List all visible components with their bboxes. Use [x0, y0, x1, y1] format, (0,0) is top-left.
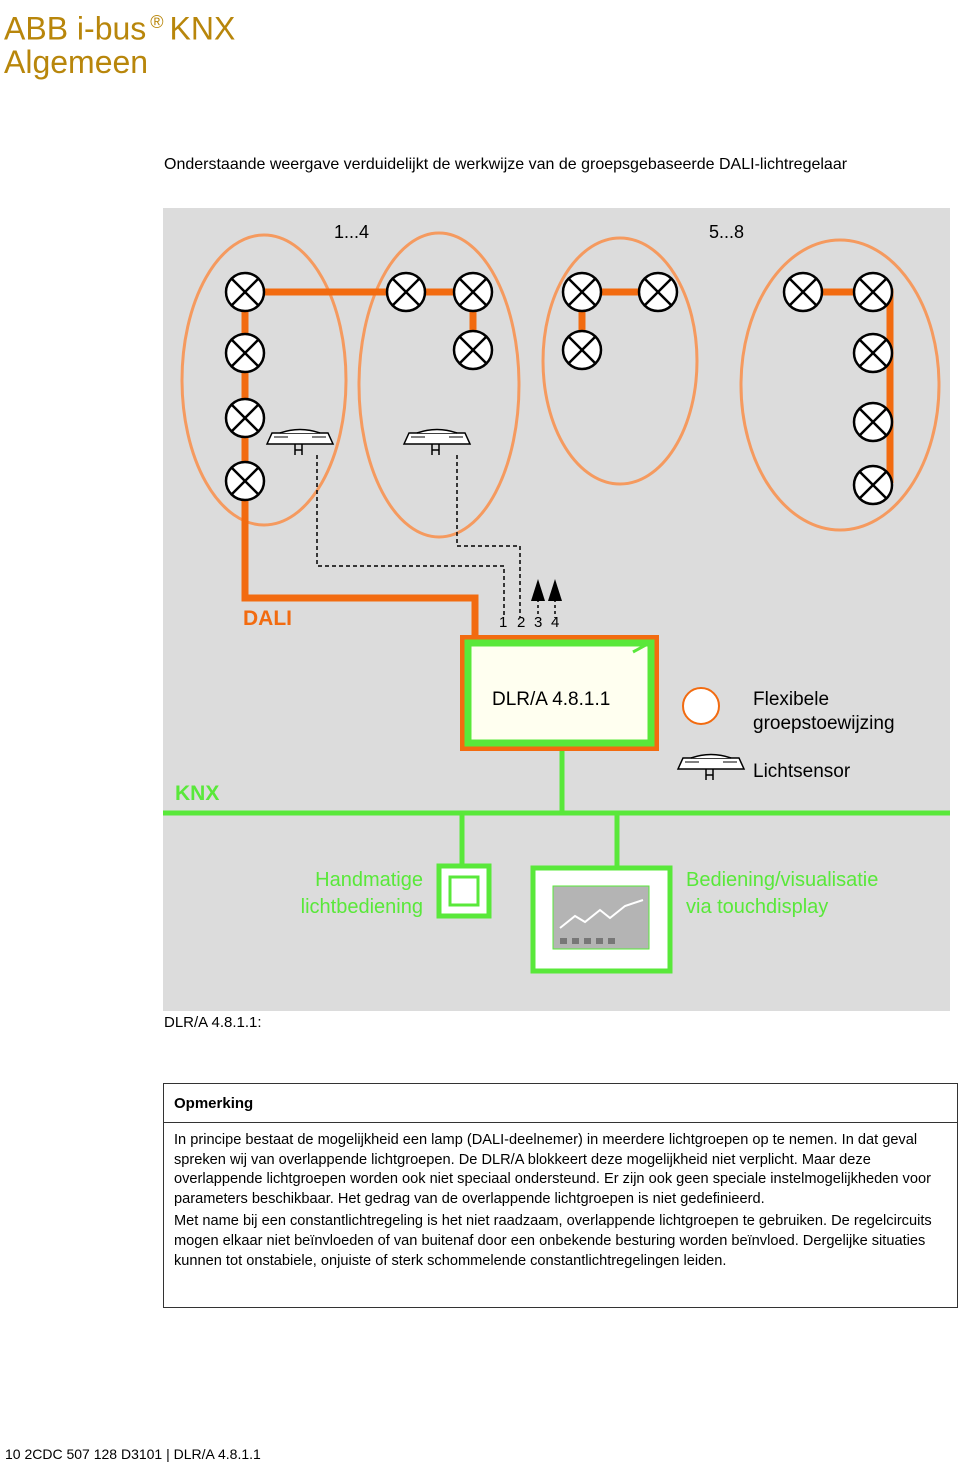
device-label: DLR/A 4.8.1.1	[492, 689, 610, 710]
note-paragraph-2: Met name bij een constantlichtregeling i…	[174, 1213, 932, 1269]
group-ellipse-4	[739, 238, 941, 532]
lamp-icon	[852, 271, 894, 313]
lamp-icon	[224, 271, 266, 313]
lamp-icon	[224, 460, 266, 502]
input-arrows	[531, 579, 562, 618]
lamp-icon	[452, 271, 494, 313]
dali-label: DALI	[243, 607, 292, 630]
legend-sensor: Lichtsensor	[753, 761, 851, 782]
product-name: KNX	[169, 10, 236, 47]
input-number-1: 1	[499, 614, 507, 631]
page-footer: 10 2CDC 507 128 D3101 | DLR/A 4.8.1.1	[5, 1446, 261, 1462]
lamp-icon	[852, 332, 894, 374]
registered-mark: ®	[150, 12, 164, 32]
arrow-icon	[548, 579, 562, 601]
touch-display	[530, 865, 673, 974]
note-body: In principe bestaat de mogelijkheid een …	[164, 1123, 957, 1271]
display-buttons	[560, 938, 615, 944]
lamp-icon	[385, 271, 427, 313]
legend-flexible-line1: Flexibele	[753, 689, 829, 710]
lamp-icon	[782, 271, 824, 313]
touch-label-line1: Bediening/visualisatie	[686, 869, 878, 891]
group-ellipse-2	[357, 231, 521, 539]
dlr-device	[460, 635, 659, 751]
lamp-icon	[224, 397, 266, 439]
group-label-right: 5...8	[709, 222, 744, 242]
manual-switch	[436, 863, 492, 919]
dali-group-diagram: 1...4 5...8 DALI KNX 1 2 3 4 DLR/A 4.8.1…	[163, 208, 950, 1011]
intro-text: Onderstaande weergave verduidelijkt de w…	[164, 156, 848, 173]
section-title: Algemeen	[4, 44, 149, 80]
lamp-icon	[561, 271, 603, 313]
note-divider	[164, 1122, 957, 1123]
group-label-left: 1...4	[334, 222, 369, 242]
group-ellipse-3	[541, 236, 699, 486]
manual-label-line2: lichtbediening	[301, 896, 423, 918]
lamp-icon	[852, 401, 894, 443]
arrow-icon	[531, 579, 545, 601]
input-number-2: 2	[517, 614, 525, 631]
knx-lines	[163, 748, 950, 868]
group-ellipse-1	[180, 233, 348, 527]
note-paragraph-1: In principe bestaat de mogelijkheid een …	[174, 1132, 931, 1207]
knx-label: KNX	[175, 782, 219, 805]
note-box: Opmerking In principe bestaat de mogelij…	[163, 1083, 958, 1308]
touch-label-line2: via touchdisplay	[686, 896, 828, 918]
figure-caption: DLR/A 4.8.1.1:	[164, 1014, 262, 1031]
lamp-icon	[852, 464, 894, 506]
manual-label-line1: Handmatige	[315, 869, 423, 891]
note-title: Opmerking	[174, 1095, 254, 1112]
lamp-icon	[224, 332, 266, 374]
flexible-group-icon	[682, 687, 720, 725]
lamp-icon	[561, 329, 603, 371]
lamp-icon	[452, 329, 494, 371]
group-ellipses	[180, 231, 941, 539]
brand-name: ABB i-bus	[4, 10, 147, 47]
trend-line	[559, 899, 644, 929]
input-number-3: 3	[534, 614, 542, 631]
lamp-icon	[637, 271, 679, 313]
legend-flexible-line2: groepstoewijzing	[753, 713, 895, 734]
input-number-4: 4	[551, 614, 559, 631]
sensor-cables	[316, 455, 521, 618]
brand-title: ABB i-bus®KNX	[4, 2, 235, 49]
